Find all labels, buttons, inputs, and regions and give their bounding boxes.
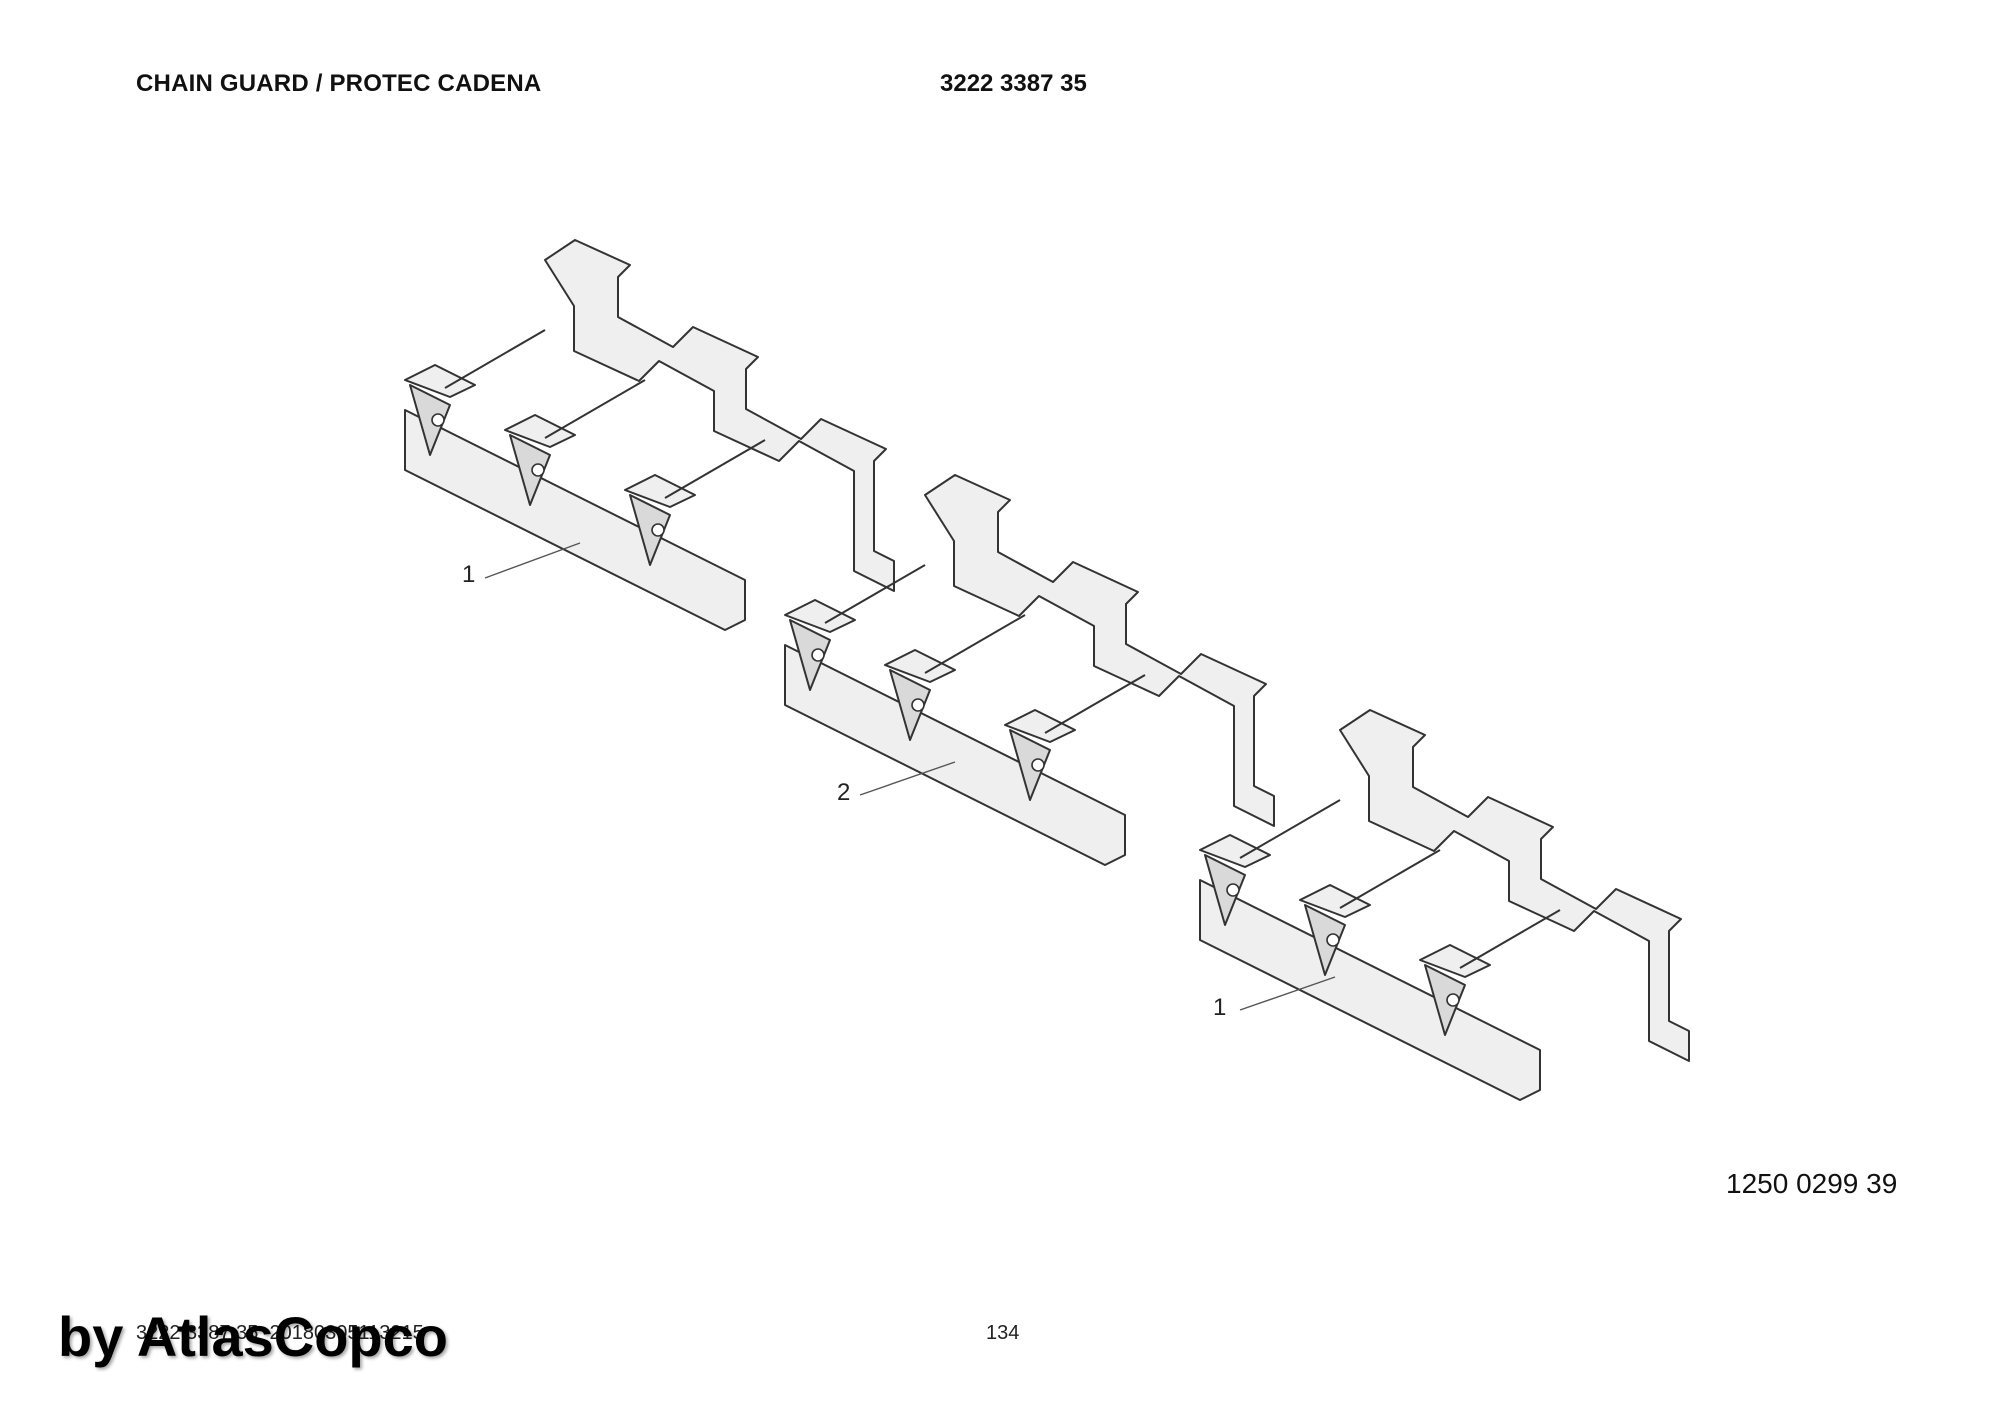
callout-2: 2 [837, 779, 850, 806]
drawing-number: 1250 0299 39 [1726, 1168, 1898, 1199]
page-number: 134 [986, 1322, 1020, 1344]
leader-line-1-bottom [1239, 976, 1336, 1011]
callout-1-top: 1 [462, 561, 475, 588]
leader-line-2 [859, 761, 956, 796]
chain-guard-segment-left [404, 239, 895, 631]
chain-guard-segment-right [1199, 709, 1690, 1101]
watermark-logo: by AtlasCopco [58, 1305, 448, 1368]
document-title: CHAIN GUARD / PROTEC CADENA [136, 70, 542, 97]
part-number: 3222 3387 35 [940, 70, 1087, 97]
leader-line-1-top [484, 542, 581, 579]
document-code: 3222 3387 35_20180305113215 [136, 1322, 424, 1344]
callout-1-bottom: 1 [1213, 994, 1226, 1021]
